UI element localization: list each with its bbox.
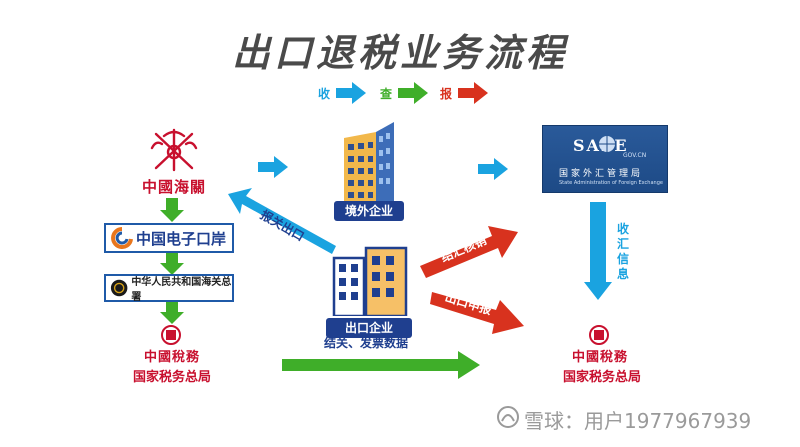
page-title: 出口退税业务流程	[231, 31, 568, 75]
watermark-text: 雪球：用户1977967939	[524, 409, 752, 433]
arrow-receive-safe	[478, 158, 508, 180]
legend-label-report: 报	[440, 87, 453, 101]
safe-name-cn: 国家外汇管理局	[559, 169, 644, 179]
legend-arrow-green	[398, 82, 428, 104]
receipt-info-label: 收汇信息	[616, 222, 629, 281]
legend-label-receive: 收	[318, 87, 331, 101]
legend-arrow-blue	[336, 82, 366, 104]
tax-seal-right: 中國稅務	[571, 350, 628, 365]
arrow-receive-overseas	[258, 156, 288, 178]
eport-logo-icon	[111, 227, 133, 249]
customs-name: 中國海關	[141, 178, 206, 196]
customs-emblem-icon	[150, 128, 198, 172]
customs-admin-name: 中华人民共和国海关总署	[131, 277, 232, 303]
safe-name-en: State Administration of Foreign Exchange	[559, 180, 663, 186]
exporter-building-icon	[332, 246, 408, 316]
arrow-eport-to-admin	[160, 251, 184, 275]
arrow-settlement	[420, 226, 518, 278]
invoice-data-label: 结关、发票数据	[324, 336, 409, 350]
tax-name-right: 国家税务总局	[562, 370, 641, 385]
customs-admin-emblem-icon	[110, 279, 128, 297]
safe-globe-icon	[599, 136, 615, 152]
legend-label-check: 查	[380, 87, 393, 101]
arrow-export-report	[430, 292, 524, 334]
customs-admin-box: 中华人民共和国海关总署	[104, 274, 234, 303]
legend-arrow-red	[458, 82, 488, 104]
eport-box: 中国电子口岸	[104, 223, 234, 253]
overseas-building-icon	[344, 122, 394, 204]
exporter-label: 出口企业	[326, 318, 412, 338]
safe-panel: SAFE GOV.CN 国家外汇管理局 State Administration…	[542, 125, 668, 193]
arrow-admin-to-tax	[160, 300, 184, 324]
tax-emblem-left-icon	[161, 325, 181, 345]
legend: 收 查 报	[318, 82, 498, 104]
arrow-receipt-info	[584, 202, 612, 300]
snowball-logo-icon	[497, 406, 519, 428]
arrow-invoice-data	[282, 351, 480, 379]
arrow-declare-export	[228, 188, 336, 254]
tax-seal-left: 中國稅務	[143, 350, 200, 365]
tax-emblem-right-icon	[589, 325, 609, 345]
safe-website: GOV.CN	[623, 152, 647, 159]
overseas-enterprise-label: 境外企业	[334, 201, 404, 221]
tax-name-left: 国家税务总局	[132, 370, 211, 385]
eport-name: 中国电子口岸	[136, 229, 227, 248]
arrow-customs-to-eport	[160, 198, 184, 222]
